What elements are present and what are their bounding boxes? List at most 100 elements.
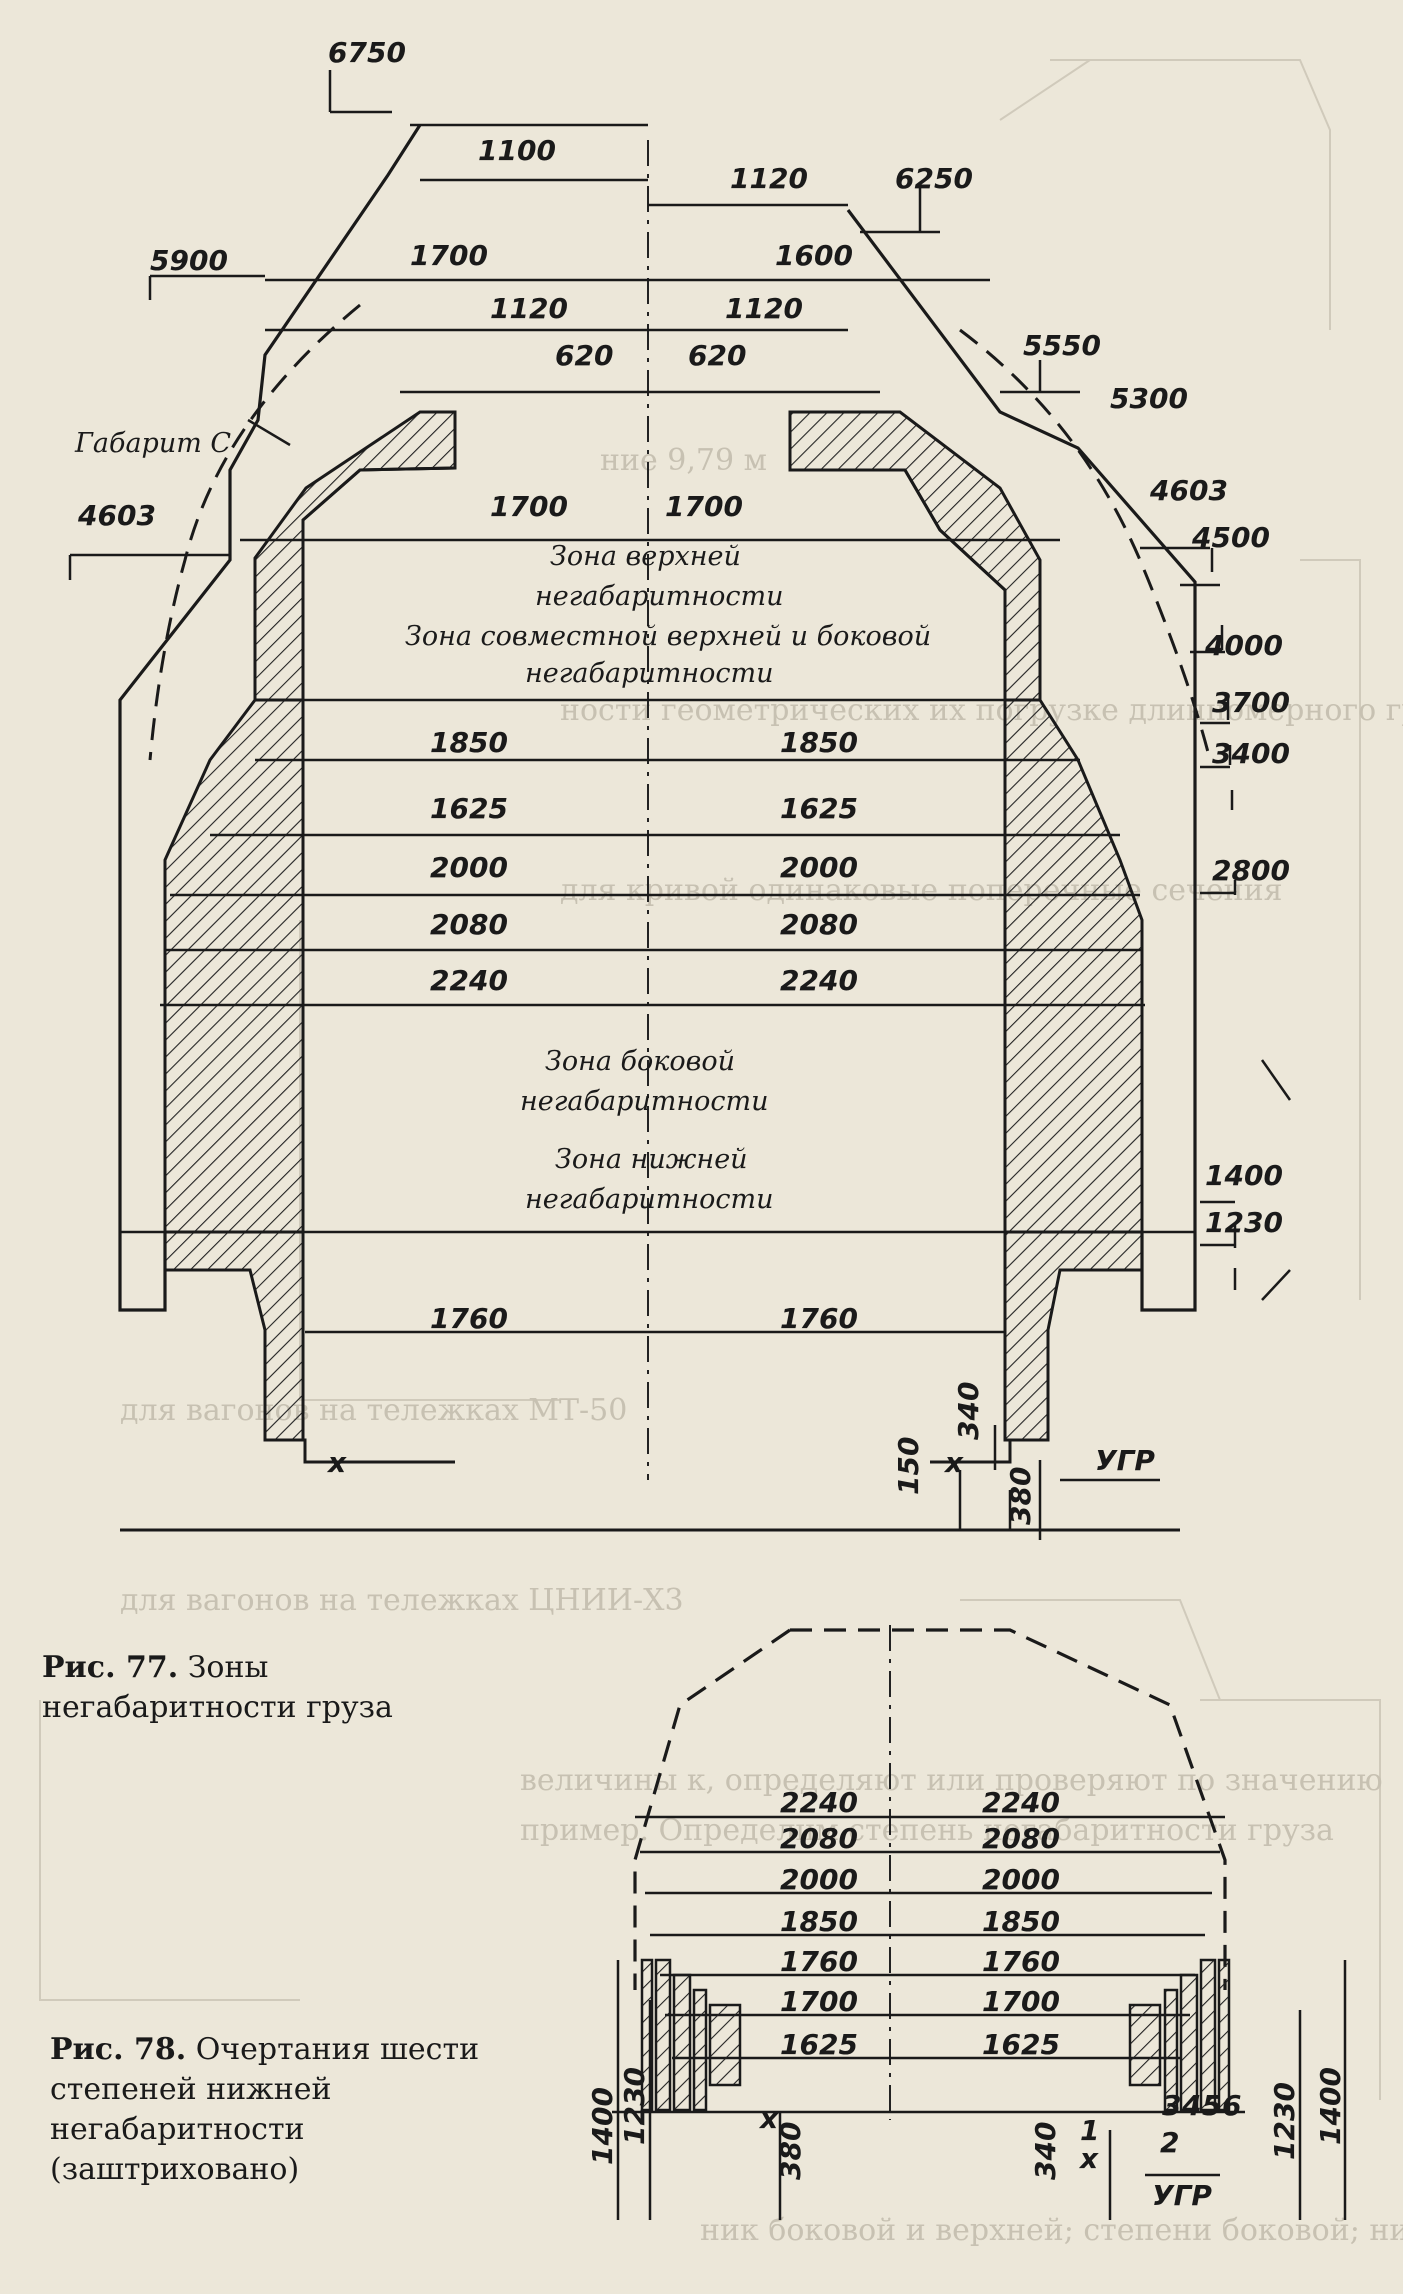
- w78-2080-left: 2080: [780, 1822, 858, 1855]
- figure-78: 2240 2240 2080 2080 2000 2000 1850 1850 …: [586, 1625, 1347, 2220]
- caption-figure-77: Рис. 77. Зоны негабаритности груза: [42, 1648, 512, 1728]
- w78-1850-right: 1850: [982, 1905, 1060, 1938]
- zone-side-2: негабаритности: [520, 1086, 769, 1117]
- h78-380: 380: [774, 2122, 807, 2180]
- height-2800: 2800: [1212, 854, 1290, 887]
- degree-6: 6: [1222, 2089, 1241, 2122]
- zone-lower-2: негабаритности: [525, 1184, 774, 1215]
- zone-lower-1: Зона нижней: [555, 1144, 748, 1175]
- height-6250: 6250: [895, 162, 973, 195]
- rail-label-ugr: УГР: [1095, 1444, 1155, 1477]
- rail-label-ugr-78: УГР: [1152, 2179, 1212, 2212]
- w78-2000-right: 2000: [982, 1863, 1060, 1896]
- height-4500: 4500: [1191, 521, 1270, 554]
- w78-2240-left: 2240: [780, 1786, 858, 1819]
- inner-outline: [301, 466, 1007, 1440]
- height-3700: 3700: [1212, 686, 1290, 719]
- w78-1625-left: 1625: [780, 2028, 858, 2061]
- caption-77-number: Рис. 77.: [42, 1650, 179, 1685]
- caption-78-number: Рис. 78.: [50, 2032, 187, 2067]
- height-5300: 5300: [1110, 382, 1188, 415]
- svg-text:ник боковой и верхней; степени: ник боковой и верхней; степени боковой; …: [700, 2213, 1403, 2248]
- width-1625-left: 1625: [430, 792, 508, 825]
- height-4603-left: 4603: [77, 499, 156, 532]
- dashed-outline-78: [633, 1628, 1227, 1990]
- w78-1760-right: 1760: [982, 1945, 1060, 1978]
- figure-77: 6750 1100 1120 6250 5900 1700 1600 1120 …: [68, 36, 1292, 1540]
- height-1230: 1230: [1205, 1206, 1283, 1239]
- degree-4: 4: [1181, 2089, 1201, 2122]
- hatch-upper-left: [253, 410, 457, 702]
- width-620-right: 620: [688, 339, 746, 372]
- svg-text:для вагонов на тележках ЦНИИ-Х: для вагонов на тележках ЦНИИ-Х3: [120, 1583, 684, 1618]
- height-4000: 4000: [1204, 629, 1283, 662]
- hatch-side-right: [1003, 698, 1144, 1234]
- dashed-curve-left: [148, 303, 361, 761]
- width-1850-right: 1850: [780, 726, 858, 759]
- w78-1700-left: 1700: [780, 1985, 858, 2018]
- width-1760-right: 1760: [780, 1302, 858, 1335]
- zone-combined-1: Зона совместной верхней и боковой: [405, 621, 931, 652]
- w78-1760-left: 1760: [780, 1945, 858, 1978]
- w78-2240-right: 2240: [982, 1786, 1060, 1819]
- width-2000-right: 2000: [780, 851, 858, 884]
- w78-2000-left: 2000: [780, 1863, 858, 1896]
- width-1850-left: 1850: [430, 726, 508, 759]
- height-5550: 5550: [1023, 329, 1101, 362]
- hatch-lower-left: [163, 1230, 305, 1442]
- height-5900: 5900: [150, 244, 228, 277]
- width-1760-left: 1760: [430, 1302, 508, 1335]
- dim-340: 340: [952, 1382, 985, 1440]
- mark-x-78-right: x: [1078, 2142, 1099, 2175]
- hatch-lower-right: [1003, 1230, 1144, 1442]
- width-620-left: 620: [555, 339, 613, 372]
- width-1600: 1600: [775, 239, 853, 272]
- degree-5: 5: [1202, 2089, 1221, 2122]
- width-2000-left: 2000: [430, 851, 508, 884]
- height-6750: 6750: [328, 36, 406, 69]
- outer-contour-left: [265, 1438, 455, 1464]
- width-2240-left: 2240: [430, 964, 508, 997]
- width-1700-mid-left: 1700: [490, 490, 568, 523]
- mark-x-78-left: x: [758, 2102, 779, 2135]
- gabarit-outline-left: [118, 124, 422, 1312]
- h78-1400-right: 1400: [1314, 2067, 1347, 2145]
- mark-x-right: x: [943, 1446, 964, 1479]
- zone-combined-2: негабаритности: [525, 658, 774, 689]
- dim-380: 380: [1004, 1467, 1037, 1525]
- zone-side-1: Зона боковой: [545, 1046, 735, 1077]
- w78-1625-right: 1625: [982, 2028, 1060, 2061]
- svg-text:пример. Определим степень нега: пример. Определим степень негабаритности…: [520, 1813, 1334, 1848]
- width-2080-right: 2080: [780, 908, 858, 941]
- height-4603-right: 4603: [1149, 474, 1228, 507]
- width-1700-mid-right: 1700: [665, 490, 743, 523]
- svg-text:для кривой одинаковые поперечн: для кривой одинаковые поперечные сечения: [560, 873, 1283, 908]
- w78-1700-right: 1700: [982, 1985, 1060, 2018]
- height-1400: 1400: [1205, 1159, 1283, 1192]
- hatch-columns-left-78: [640, 1958, 742, 2112]
- hatch-columns-right-78: [1128, 1958, 1231, 2112]
- dim-150: 150: [892, 1437, 925, 1495]
- width-1120-left: 1120: [490, 292, 568, 325]
- gabarit-outline-right: [846, 209, 1197, 1312]
- width-1100: 1100: [478, 134, 556, 167]
- svg-text:для вагонов на тележках МТ-50: для вагонов на тележках МТ-50: [120, 1393, 627, 1428]
- caption-78-text: Очертания шести степеней нижней негабари…: [50, 2032, 480, 2187]
- width-1120-right: 1120: [725, 292, 803, 325]
- h78-1230-right: 1230: [1268, 2082, 1301, 2160]
- degree-1: 1: [1080, 2114, 1099, 2147]
- mark-x-left: x: [326, 1446, 347, 1479]
- h78-1230-left: 1230: [618, 2067, 651, 2145]
- svg-text:величины к, определяют или про: величины к, определяют или проверяют по …: [520, 1763, 1383, 1798]
- h78-1400-left: 1400: [586, 2087, 619, 2165]
- width-1700-upper: 1700: [410, 239, 488, 272]
- zone-upper-2: негабаритности: [535, 581, 784, 612]
- hatch-side-left: [163, 698, 305, 1234]
- w78-2080-right: 2080: [982, 1822, 1060, 1855]
- caption-figure-78: Рис. 78. Очертания шести степеней нижней…: [50, 2030, 490, 2190]
- width-1625-right: 1625: [780, 792, 858, 825]
- outer-contour-right: [930, 1438, 1048, 1464]
- svg-text:ние 9,79 м: ние 9,79 м: [600, 443, 767, 478]
- hatch-upper-right: [788, 410, 1042, 702]
